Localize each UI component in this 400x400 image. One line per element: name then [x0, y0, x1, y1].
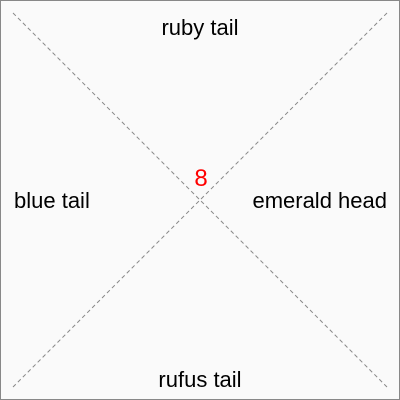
tile-number: 8 [194, 165, 208, 192]
edge-label-top: ruby tail [161, 15, 239, 40]
edge-label-bottom: rufus tail [158, 367, 242, 392]
edge-label-left: blue tail [14, 188, 90, 213]
edge-label-right: emerald head [252, 188, 387, 213]
